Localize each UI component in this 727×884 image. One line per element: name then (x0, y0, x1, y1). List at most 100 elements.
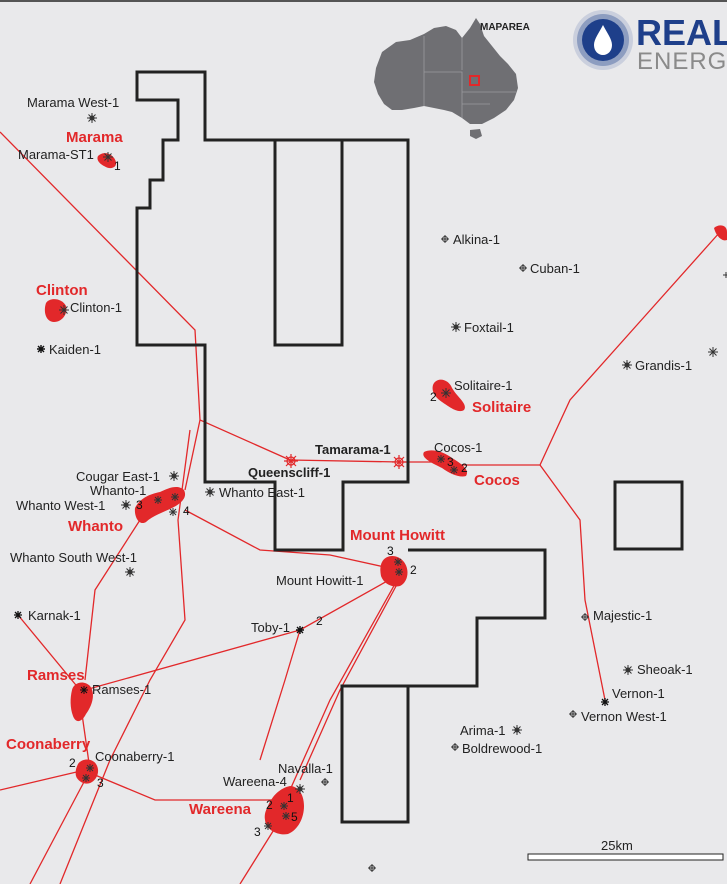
well-label-clinton-1: Clinton-1 (70, 300, 122, 315)
well-symbol-arima (512, 725, 522, 735)
num-toby-2: 2 (316, 614, 323, 628)
field-label-cocos: Cocos (474, 472, 520, 489)
pipeline-mounthowitt-south (299, 574, 403, 781)
field-shape-east-edge (714, 225, 727, 241)
field-label-wareena: Wareena (189, 801, 252, 818)
field-shape-wareena (264, 786, 304, 835)
well-label-whanto-1: Whanto-1 (90, 483, 146, 498)
well-symbol-whanto-b (154, 496, 162, 504)
well-label-karnak-1: Karnak-1 (28, 608, 81, 623)
well-label-whanto-south-west-1: Whanto South West-1 (10, 550, 137, 565)
num-cocos-3: 3 (447, 455, 454, 469)
field-label-whanto: Whanto (68, 518, 123, 535)
well-symbol-south (368, 864, 376, 872)
well-label-coonaberry-1: Coonaberry-1 (95, 749, 175, 764)
well-symbol-toby (296, 626, 304, 634)
well-symbol-cougar-east (169, 471, 179, 481)
field-shape-whanto (134, 486, 186, 524)
australia-silhouette (374, 18, 518, 124)
num-coonaberry-2: 2 (69, 756, 76, 770)
well-label-tamarama-1: Tamarama-1 (315, 442, 391, 457)
well-label-vernon-1: Vernon-1 (612, 686, 665, 701)
well-symbol-vernon-west (569, 710, 577, 718)
num-whanto-3: 3 (136, 498, 143, 512)
inset-australia-map: MAPAREA (374, 18, 530, 139)
field-label-coonaberry: Coonaberry (6, 736, 91, 753)
well-label-grandis-1: Grandis-1 (635, 358, 692, 373)
permit-boundary-square (613, 480, 684, 551)
num-whanto-4: 4 (183, 504, 190, 518)
pipeline-whanto-mounthowitt (184, 509, 399, 571)
well-symbol-boldrewood (451, 743, 459, 751)
well-symbol-whanto-west (121, 500, 131, 510)
well-label-solitaire-1: Solitaire-1 (454, 378, 513, 393)
well-symbol-alkina (441, 235, 449, 243)
well-symbol-marama-west (87, 113, 97, 123)
field-shape-mount-howitt (380, 556, 408, 587)
maparea-marker (469, 75, 480, 86)
num-mount-howitt-3: 3 (387, 544, 394, 558)
well-symbol-cocos-b (450, 466, 458, 474)
well-symbol-navalla (321, 778, 329, 786)
pipeline-coonaberry-south (29, 779, 86, 884)
well-symbol-whanto-a (171, 493, 179, 501)
field-label-ramses: Ramses (27, 667, 85, 684)
logo-word-energy: ENERGY (637, 48, 727, 75)
well-label-foxtail-1: Foxtail-1 (464, 320, 514, 335)
well-label-cougar-east-1: Cougar East-1 (76, 469, 160, 484)
field-shape-ramses (70, 682, 93, 722)
well-label-alkina-1: Alkina-1 (453, 232, 500, 247)
well-labels: Marama West-1 Marama-ST1 Clinton-1 Kaide… (10, 95, 693, 789)
field-label-marama: Marama (66, 129, 123, 146)
well-symbol-grandis (622, 360, 632, 370)
field-shape-clinton (44, 299, 67, 322)
scale-bar-label: 25km (601, 838, 633, 853)
pipeline-queenscliff-whanto (184, 419, 201, 491)
well-symbol-ramses (80, 686, 88, 694)
well-label-whanto-east-1: Whanto East-1 (219, 485, 305, 500)
well-symbol-coonaberry-b (82, 774, 90, 782)
well-label-cocos-1: Cocos-1 (434, 440, 482, 455)
fields (44, 153, 727, 835)
well-symbol-solitaire (441, 388, 451, 398)
well-label-sheoak-1: Sheoak-1 (637, 662, 693, 677)
well-symbol-clinton (59, 305, 69, 315)
permit-boundary-south (340, 548, 547, 824)
num-solitaire-2: 2 (430, 390, 437, 404)
pipeline-karnak-ramses (17, 614, 81, 691)
pipeline-coonaberry-wareena (94, 774, 280, 801)
well-symbol-mount-howitt-a (394, 558, 402, 566)
field-label-mount-howitt: Mount Howitt (350, 527, 445, 544)
well-symbol-whanto-east (205, 487, 215, 497)
num-mount-howitt-2: 2 (410, 563, 417, 577)
well-symbol-tamarama (392, 455, 406, 469)
real-energy-logo: REAL ENERGY (573, 10, 727, 75)
well-symbol-wareena-b (282, 812, 290, 820)
well-symbol-queenscliff (284, 454, 298, 468)
well-symbol-karnak (14, 611, 22, 619)
well-symbol-whanto-c (169, 508, 177, 516)
num-wareena-2: 2 (266, 798, 273, 812)
num-cocos-2: 2 (461, 461, 468, 475)
well-count-numbers: 1 2 3 2 3 4 3 2 2 2 3 1 2 5 3 (69, 159, 468, 839)
pipeline-east-south (539, 464, 606, 701)
pipeline-queenscliff-cocos (289, 459, 440, 463)
well-symbol-majestic (581, 613, 589, 621)
inset-title: MAPAREA (480, 22, 530, 33)
pipeline-whanto-south (59, 429, 191, 884)
well-symbol-wareena-4 (295, 784, 305, 794)
well-symbol-east-edge (723, 272, 727, 278)
pipelines (0, 131, 721, 884)
num-marama-1: 1 (114, 159, 121, 173)
well-symbol-grandis-east (708, 347, 718, 357)
field-label-clinton: Clinton (36, 282, 88, 299)
well-label-toby-1: Toby-1 (251, 620, 290, 635)
well-label-arima-1: Arima-1 (460, 723, 506, 738)
field-label-solitaire: Solitaire (472, 399, 531, 416)
well-label-wareena-4: Wareena-4 (223, 774, 287, 789)
well-symbol-sheoak (623, 665, 633, 675)
well-label-mount-howitt-1: Mount Howitt-1 (276, 573, 363, 588)
pipeline-ramses-toby (84, 574, 399, 691)
well-symbols (14, 113, 727, 872)
